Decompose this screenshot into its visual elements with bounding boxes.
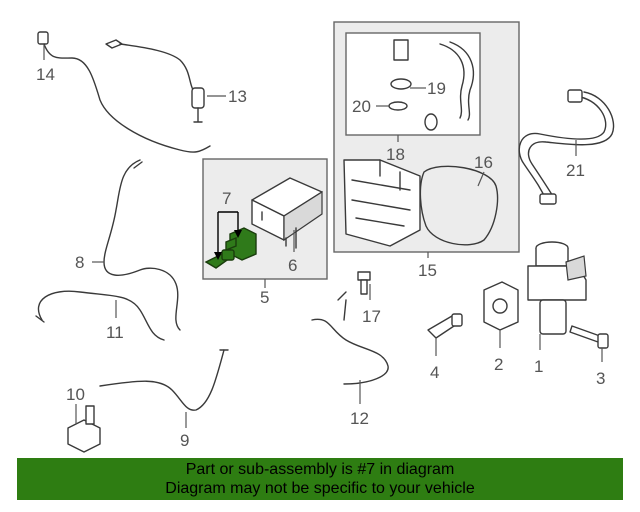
- hose-9: [99, 349, 229, 411]
- callout-19: 19: [427, 79, 446, 98]
- tube-12: [311, 291, 389, 385]
- callout-6: 6: [288, 256, 297, 275]
- callout-7: 7: [222, 189, 231, 208]
- lead-7: [217, 211, 239, 254]
- callout-9: 9: [180, 431, 189, 450]
- group-box-18: [345, 32, 481, 136]
- callout-10: 10: [66, 385, 85, 404]
- sensor-4: [427, 313, 463, 339]
- fitting-18: [388, 39, 474, 131]
- purge-valve-7-highlighted: [204, 227, 257, 269]
- hose-8-11: [35, 159, 181, 341]
- canister-6: [251, 177, 323, 249]
- callout-15: 15: [418, 261, 437, 280]
- callout-4: 4: [430, 363, 439, 382]
- lead-7-arrows: [214, 230, 242, 260]
- lead-16: [477, 171, 485, 187]
- sensor-10: [67, 405, 101, 453]
- valve-cover-15: [343, 159, 421, 247]
- info-banner: Part or sub-assembly is #7 in diagram Di…: [17, 458, 623, 500]
- callout-13: 13: [228, 87, 247, 106]
- callout-20: 20: [352, 97, 371, 116]
- hose-21: [518, 89, 615, 205]
- callout-17: 17: [362, 307, 381, 326]
- oxygen-sensor-14-13: [37, 31, 211, 153]
- bolt-17: [357, 271, 371, 295]
- callout-2: 2: [494, 355, 503, 374]
- callout-1: 1: [534, 357, 543, 376]
- gasket-2: [483, 281, 519, 331]
- callout-3: 3: [596, 369, 605, 388]
- banner-line-1: Part or sub-assembly is #7 in diagram: [185, 461, 455, 478]
- banner-line-2: Diagram may not be specific to your vehi…: [165, 480, 475, 497]
- callout-5: 5: [260, 288, 269, 307]
- callout-12: 12: [350, 409, 369, 428]
- callout-8: 8: [75, 253, 84, 272]
- callout-16: 16: [474, 153, 493, 172]
- callout-18: 18: [386, 145, 405, 164]
- gasket-16: [419, 165, 499, 246]
- callout-14: 14: [36, 65, 55, 84]
- callout-21: 21: [566, 161, 585, 180]
- callout-11: 11: [106, 323, 124, 342]
- bolt-3: [569, 325, 609, 349]
- egr-valve-1: [527, 241, 587, 335]
